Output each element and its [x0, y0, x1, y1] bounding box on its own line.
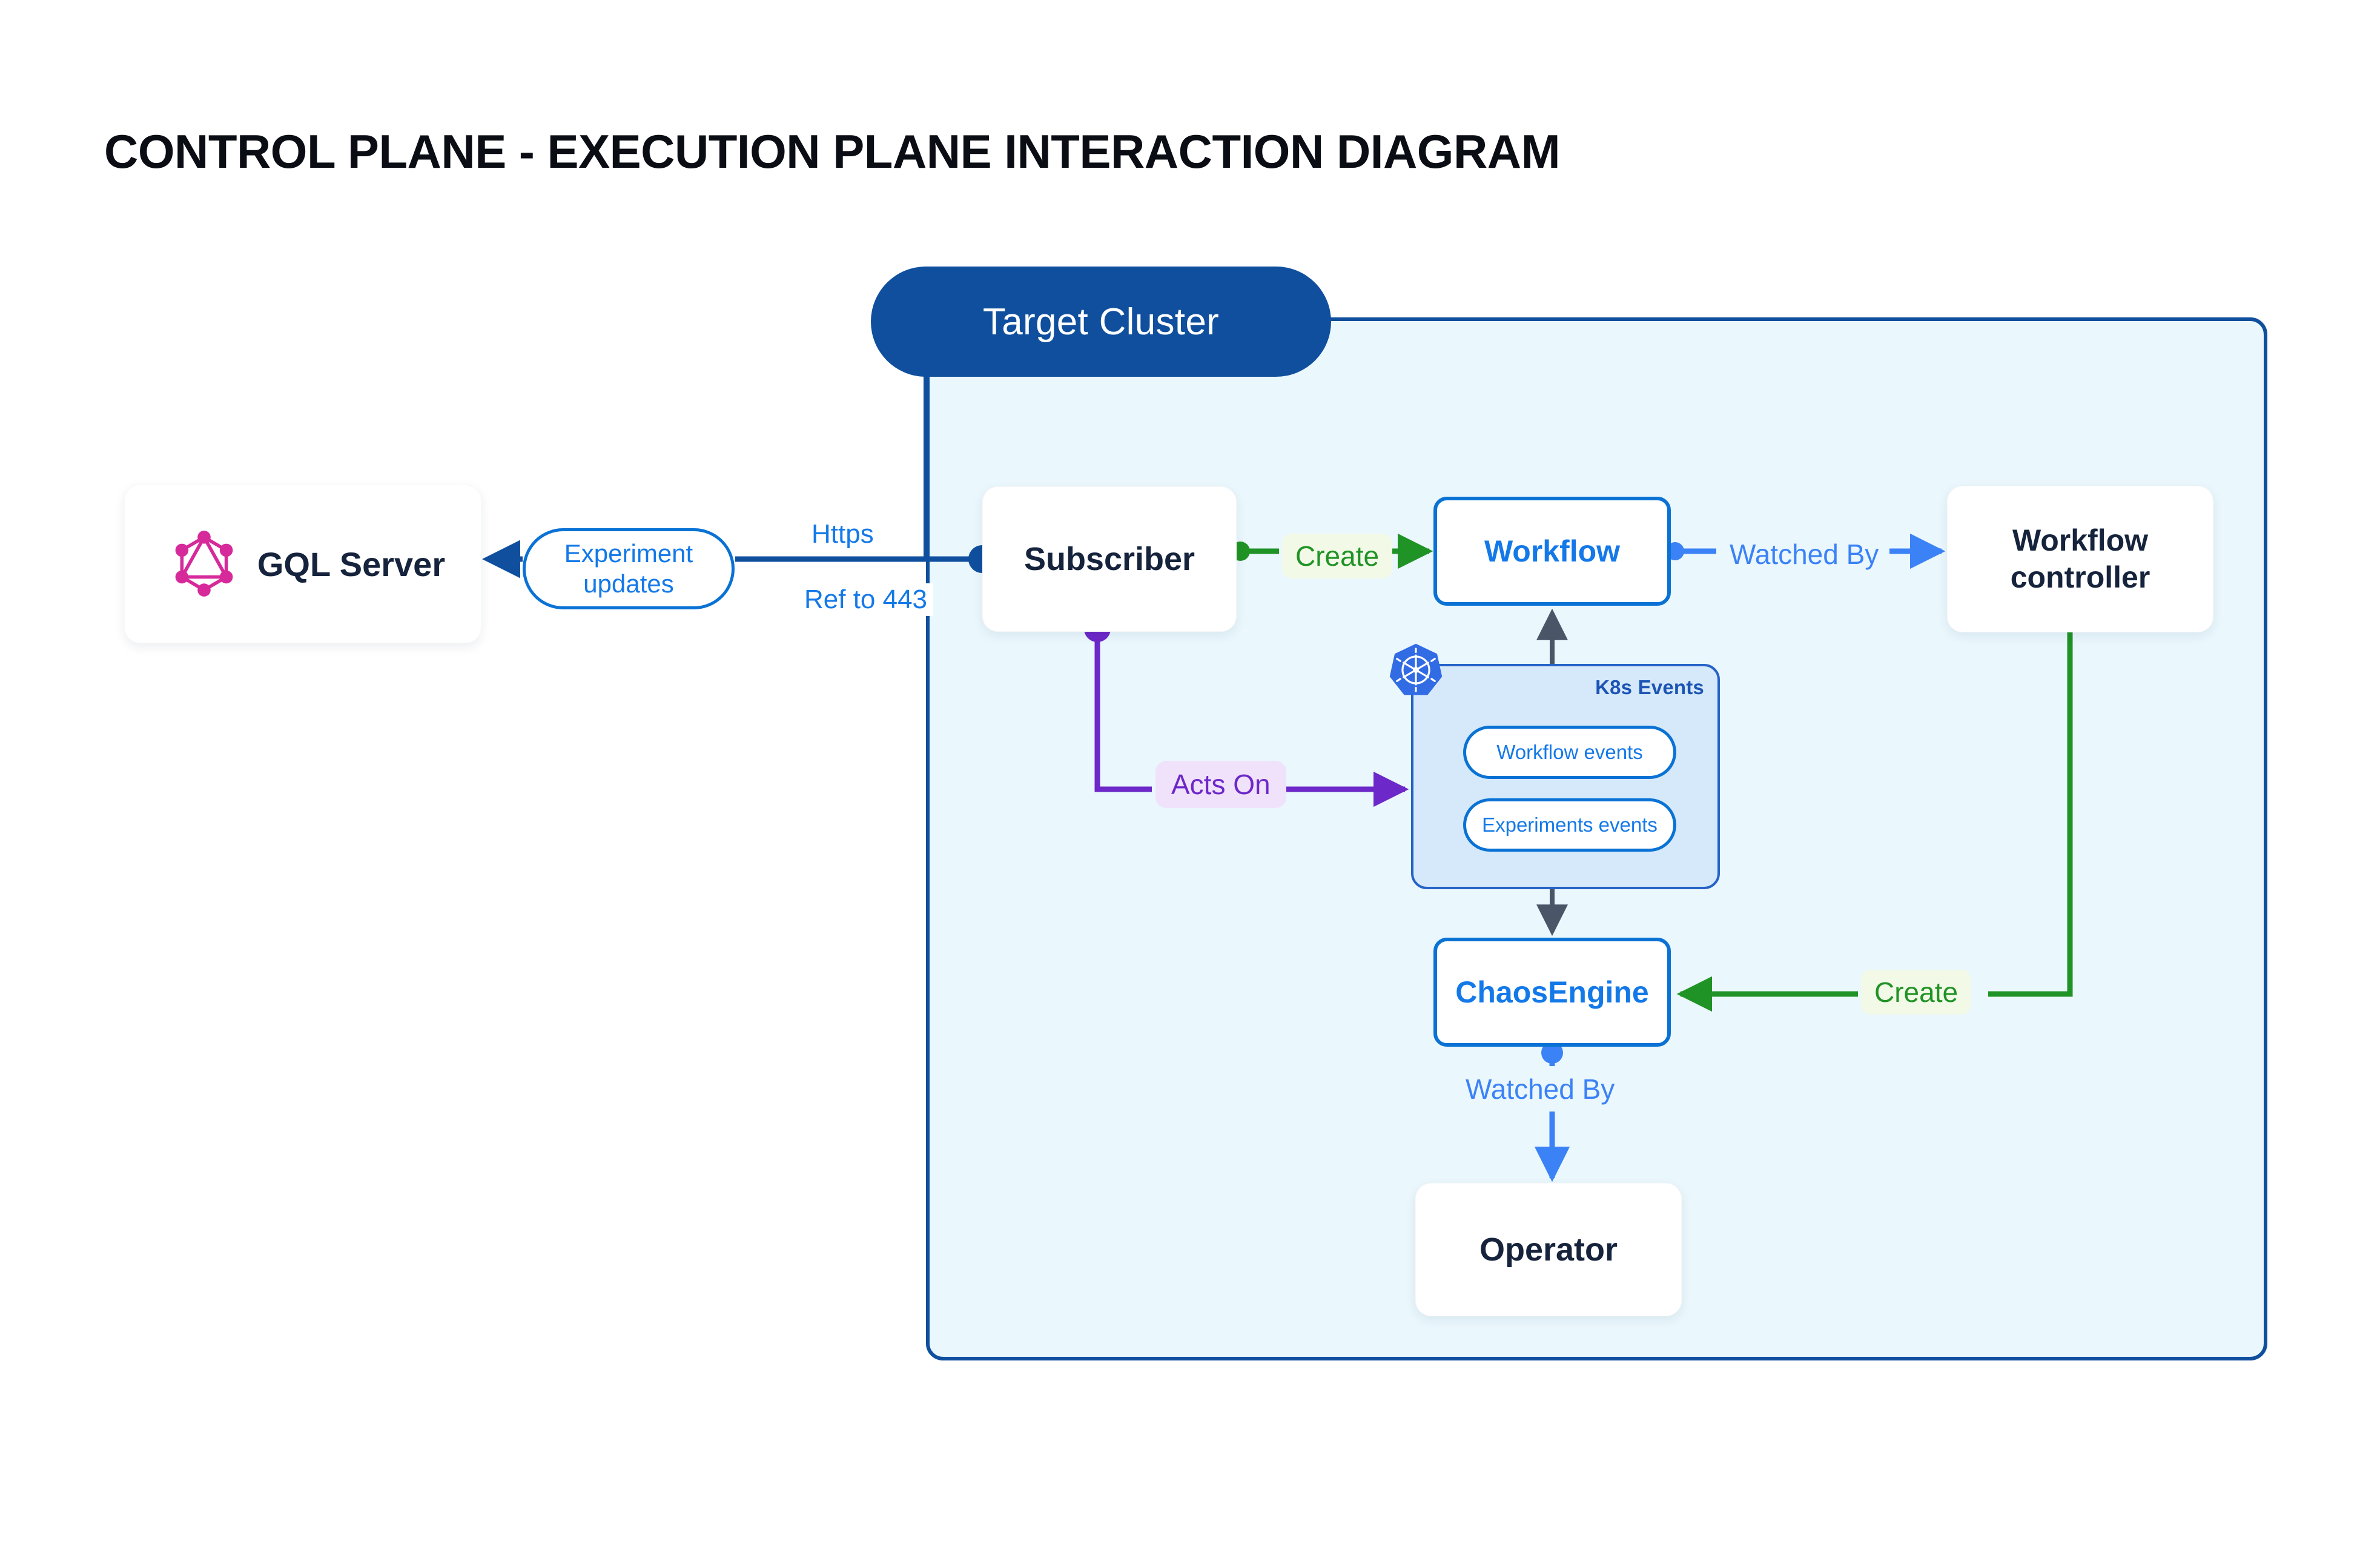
node-workflow-controller[interactable]: Workflow controller — [1947, 486, 2213, 632]
edge-label-watched-by-operator: Watched By — [1455, 1068, 1626, 1110]
experiment-updates-line1: Experiment — [564, 539, 693, 568]
k8s-events-panel: K8s Events Workflow events Experiments e… — [1389, 643, 1720, 889]
graphql-icon — [171, 530, 237, 598]
edge-label-create-workflow: Create — [1282, 534, 1393, 578]
target-cluster-title: Target Cluster — [871, 267, 1331, 377]
gql-server-label: GQL Server — [257, 545, 446, 583]
page-title: CONTROL PLANE - EXECUTION PLANE INTERACT… — [104, 125, 1561, 178]
subscriber-label: Subscriber — [1023, 541, 1195, 577]
cluster-title-text: Target Cluster — [982, 300, 1220, 343]
node-operator[interactable]: Operator — [1415, 1183, 1682, 1316]
chaosengine-label: ChaosEngine — [1455, 975, 1649, 1009]
edge-label-https: Https — [805, 518, 880, 551]
edge-label-ref-to-443: Ref to 443 — [798, 583, 934, 616]
k8s-pill-experiments-events[interactable]: Experiments events — [1463, 798, 1676, 852]
node-gql-server[interactable]: GQL Server — [124, 485, 481, 643]
k8s-pill-workflow-events-label: Workflow events — [1496, 741, 1643, 763]
edge-label-create-chaosengine: Create — [1861, 970, 1972, 1015]
k8s-events-title: K8s Events — [1595, 676, 1704, 698]
workflow-controller-label-line2: controller — [2010, 560, 2150, 594]
k8s-pill-experiments-events-label: Experiments events — [1482, 813, 1658, 836]
workflow-label: Workflow — [1484, 534, 1621, 568]
experiment-updates-line2: updates — [583, 569, 674, 598]
edge-label-acts-on: Acts On — [1155, 761, 1286, 808]
edge-label-experiment-updates: Experiment updates — [523, 528, 735, 609]
node-chaosengine[interactable]: ChaosEngine — [1433, 938, 1671, 1047]
node-subscriber[interactable]: Subscriber — [982, 486, 1237, 632]
k8s-pill-workflow-events[interactable]: Workflow events — [1463, 726, 1676, 779]
node-workflow[interactable]: Workflow — [1433, 497, 1671, 606]
edge-label-watched-by-controller: Watched By — [1719, 533, 1890, 575]
workflow-controller-label-line1: Workflow — [2012, 523, 2149, 557]
kubernetes-icon — [1388, 642, 1444, 698]
operator-label: Operator — [1479, 1231, 1618, 1268]
